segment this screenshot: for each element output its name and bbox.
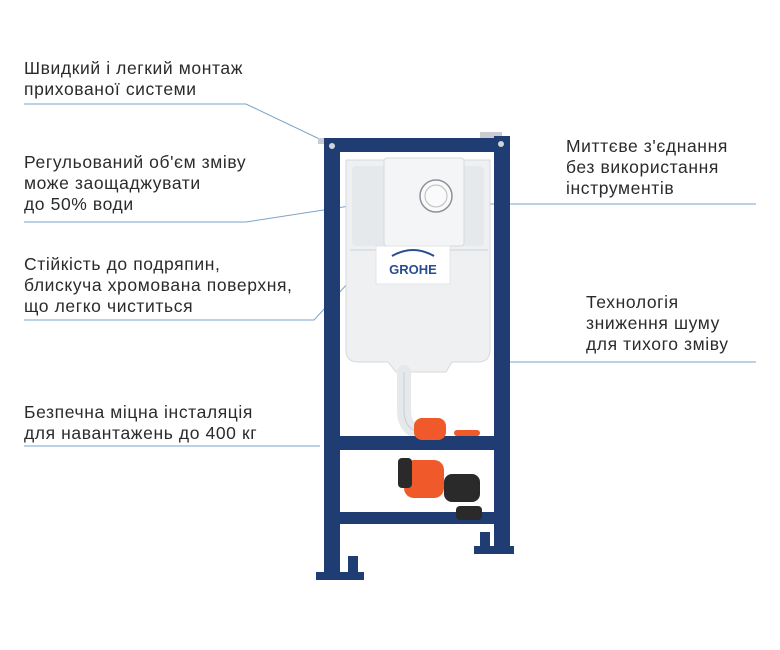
callout-line: Швидкий і легкий монтаж [24, 58, 244, 78]
callout-line: може заощаджувати [24, 173, 201, 193]
drain-connectors [398, 418, 482, 520]
callout-line: без використання [566, 157, 719, 177]
svg-text:GROHE: GROHE [389, 262, 437, 277]
callout-noise-reduction: Технологія зниження шуму для тихого змів… [586, 292, 729, 355]
callout-line: прихованої системи [24, 79, 197, 99]
callout-line: Стійкість до подряпин, [24, 254, 221, 274]
callout-line: зниження шуму [586, 313, 720, 333]
flush-valve [419, 179, 453, 213]
callout-load-capacity: Безпечна міцна інсталяція для навантажен… [24, 402, 257, 444]
callout-line: блискуча хромована поверхня, [24, 275, 293, 295]
leader-quick-mount [24, 103, 331, 145]
callout-line: інструментів [566, 178, 675, 198]
callout-line: Технологія [586, 292, 679, 312]
frame [316, 136, 514, 580]
callout-line: до 50% води [24, 194, 134, 214]
callout-line: що легко чиститься [24, 296, 194, 316]
callout-line: Миттєве з'єднання [566, 136, 728, 156]
callout-flush-volume: Регульований об'єм зміву може заощаджува… [24, 152, 246, 215]
grohe-logo: GROHE [375, 245, 451, 285]
callout-line: Регульований об'єм зміву [24, 152, 247, 172]
callout-line: Безпечна міцна інсталяція [24, 402, 253, 422]
callout-tool-free-connection: Миттєве з'єднання без використання інстр… [566, 136, 728, 199]
callout-line: для навантажень до 400 кг [24, 423, 258, 443]
callout-scratch-resistant: Стійкість до подряпин, блискуча хромован… [24, 254, 293, 317]
callout-quick-mount: Швидкий і легкий монтаж прихованої систе… [24, 58, 243, 100]
callout-line: для тихого зміву [586, 334, 729, 354]
